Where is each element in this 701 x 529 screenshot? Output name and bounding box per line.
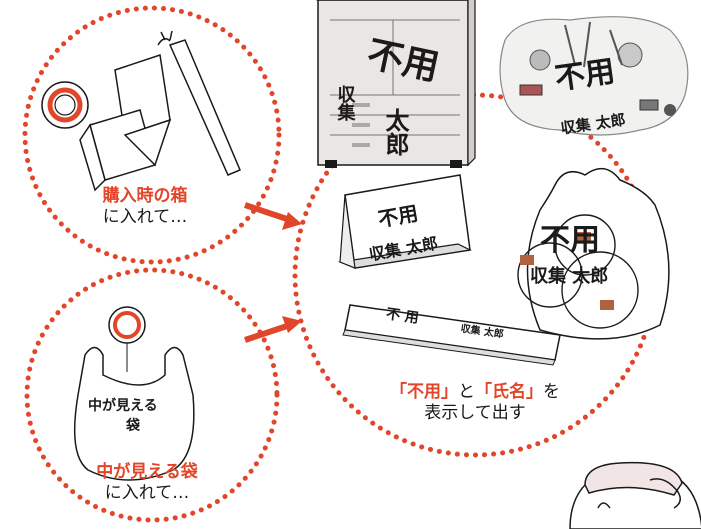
bag-fuyou-label: 不用 bbox=[540, 223, 600, 258]
labeled-box-illustration bbox=[337, 174, 472, 269]
bag-method-suffix: に入れて… bbox=[104, 483, 190, 504]
bag-method-circle bbox=[24, 267, 280, 523]
box-method-highlight: 購入時の箱 bbox=[102, 186, 188, 206]
bag-method-highlight: 中が見える袋 bbox=[96, 462, 198, 482]
instruction-line2: 表示して出す bbox=[424, 403, 526, 424]
bundle-fuyou-label: 不用 bbox=[553, 54, 617, 97]
arrow-icon bbox=[244, 316, 302, 343]
instruction-caption: 「不用」と「氏名」を 表示して出す bbox=[365, 382, 585, 425]
cabinet-name2-label: 太郎 bbox=[381, 108, 409, 156]
bag-name-label: 収集 太郎 bbox=[530, 265, 608, 287]
box-method-suffix: に入れて… bbox=[102, 207, 188, 228]
cabinet-name1-label: 収集 bbox=[335, 85, 357, 122]
cabinet-illustration bbox=[316, 0, 476, 168]
labeled-bag-illustration bbox=[517, 167, 670, 340]
box-method-circle bbox=[22, 5, 282, 265]
labeled-rod-illustration bbox=[342, 304, 561, 366]
instruction-q1: 「不用」 bbox=[390, 382, 458, 402]
box-method-caption: 購入時の箱 に入れて… bbox=[60, 186, 230, 229]
rod-fuyou-label: 不 用 bbox=[385, 306, 420, 326]
instruction-end: を bbox=[543, 382, 560, 402]
clear-bag-illustration bbox=[73, 306, 195, 481]
clear-bag-label-line2: 袋 bbox=[125, 417, 141, 434]
purchase-box-illustration bbox=[41, 30, 241, 192]
worker-illustration bbox=[569, 461, 701, 529]
bag-method-caption: 中が見える袋 に入れて… bbox=[62, 462, 232, 505]
arrow-icon bbox=[244, 202, 302, 230]
clear-bag-label-line1: 中が見える bbox=[88, 397, 158, 414]
instruction-mid: と bbox=[458, 382, 475, 402]
instruction-line1: 「不用」と「氏名」を bbox=[365, 382, 585, 403]
bundle-illustration bbox=[499, 16, 689, 136]
instruction-q2: 「氏名」 bbox=[475, 382, 543, 402]
